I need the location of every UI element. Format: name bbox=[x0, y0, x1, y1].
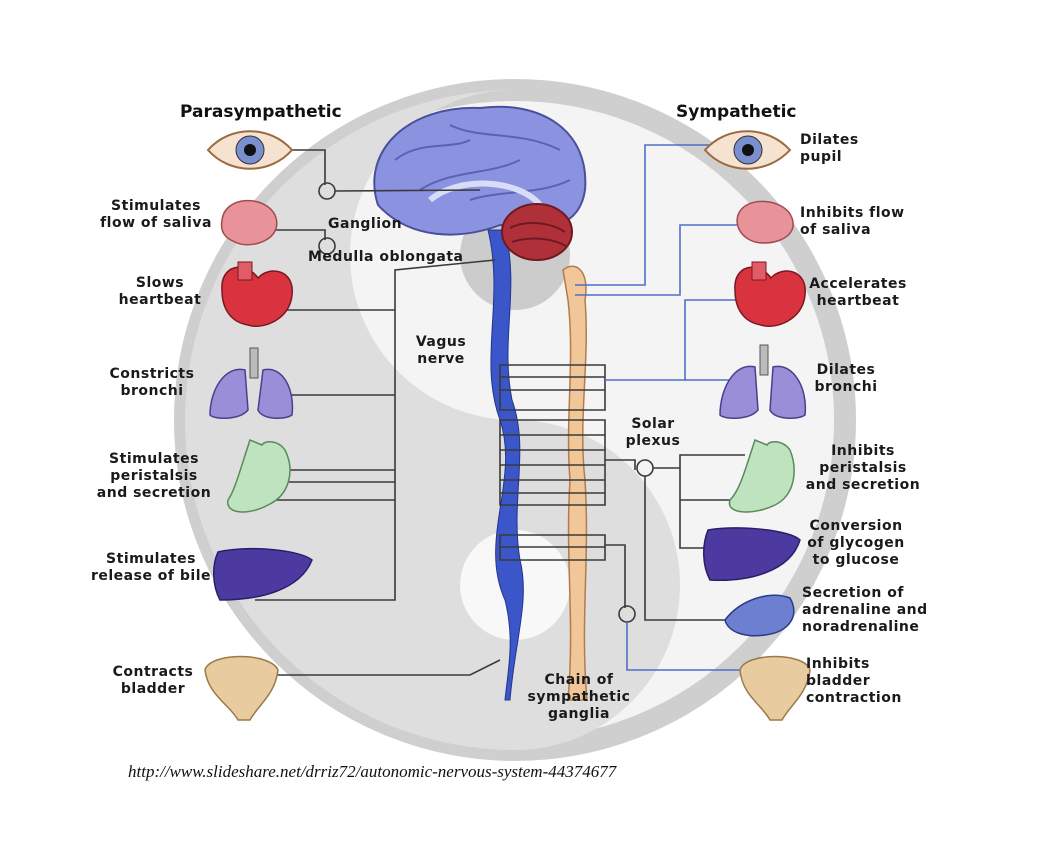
right-adrenaline-label: Secretion of adrenaline and noradrenalin… bbox=[802, 585, 928, 635]
right-saliva-label: Inhibits flow of saliva bbox=[800, 205, 905, 238]
left-saliva-label: Stimulates flow of saliva bbox=[100, 198, 212, 231]
stomach-left-icon bbox=[227, 438, 291, 513]
heart-right-icon bbox=[734, 261, 806, 327]
bladder-right-icon bbox=[739, 655, 811, 721]
sympathetic-heading: Sympathetic bbox=[676, 102, 797, 122]
sympathetic-chain-label: Chain of sympathetic ganglia bbox=[527, 672, 631, 722]
lungs-right-icon bbox=[719, 344, 807, 420]
left-bile-label: Stimulates release of bile bbox=[90, 551, 212, 584]
left-peristalsis-label: Stimulates peristalsis and secretion bbox=[96, 451, 212, 501]
right-bladder-label: Inhibits bladder contraction bbox=[806, 656, 902, 706]
solar-plexus-label: Solar plexus bbox=[625, 416, 681, 449]
brain bbox=[373, 105, 587, 261]
stomach-right-icon bbox=[728, 438, 795, 513]
salivary-gland-left-icon bbox=[220, 199, 278, 246]
right-glycogen-label: Conversion of glycogen to glucose bbox=[807, 518, 905, 568]
eye-right-icon bbox=[703, 130, 792, 170]
sympathetic-chain bbox=[562, 265, 588, 701]
lungs-left-icon bbox=[209, 347, 294, 420]
vagus-nerve-label: Vagus nerve bbox=[415, 334, 467, 367]
right-pupil-label: Dilates pupil bbox=[800, 132, 859, 165]
bladder-left-icon bbox=[204, 655, 279, 721]
source-url: http://www.slideshare.net/drriz72/autono… bbox=[128, 762, 617, 781]
medulla-oblongata-label: Medulla oblongata bbox=[308, 249, 464, 265]
left-bladder-label: Contracts bladder bbox=[112, 664, 194, 697]
left-bronchi-label: Constricts bronchi bbox=[109, 366, 195, 399]
liver-right-icon bbox=[703, 527, 801, 581]
right-peristalsis-label: Inhibits peristalsis and secretion bbox=[805, 443, 921, 493]
heart-left-icon bbox=[221, 261, 293, 327]
left-heart-label: Slows heartbeat bbox=[118, 275, 202, 308]
right-heart-label: Accelerates heartbeat bbox=[809, 276, 907, 309]
salivary-gland-right-icon bbox=[736, 200, 794, 244]
eye-left-icon bbox=[206, 130, 294, 170]
right-bronchi-label: Dilates bronchi bbox=[814, 362, 878, 395]
parasympathetic-heading: Parasympathetic bbox=[180, 102, 342, 122]
nerve-lines bbox=[250, 149, 745, 676]
liver-left-icon bbox=[213, 548, 313, 601]
adrenal-gland-icon bbox=[724, 594, 795, 637]
ganglion-label: Ganglion bbox=[328, 216, 403, 232]
blue-nerve-lines bbox=[575, 144, 740, 671]
